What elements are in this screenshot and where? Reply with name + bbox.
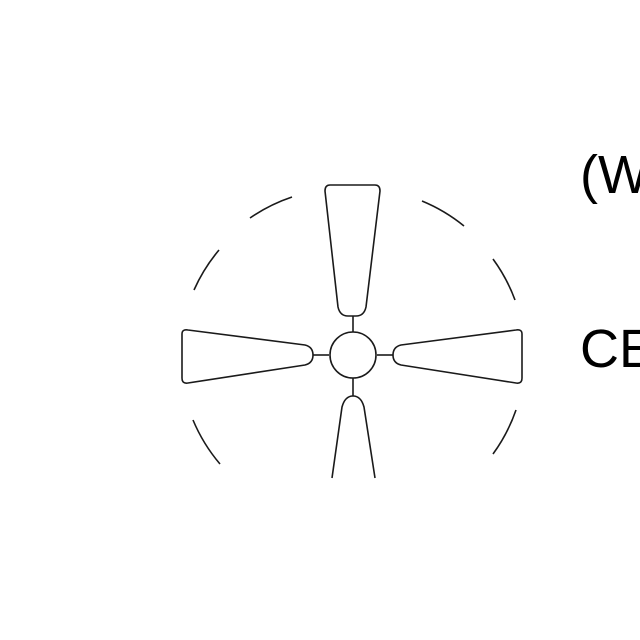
ceiling-fan-symbol bbox=[181, 184, 523, 479]
label-top-text: (W bbox=[580, 145, 640, 205]
fan-blade-bottom bbox=[331, 395, 376, 479]
boundary-arc-top-right bbox=[421, 200, 465, 227]
label-middle-text: CE bbox=[580, 319, 640, 379]
fan-blade-left bbox=[181, 329, 314, 384]
boundary-arc-right-lower bbox=[492, 409, 517, 455]
boundary-arc-left-lower bbox=[192, 419, 221, 465]
boundary-arc-left-upper bbox=[193, 249, 220, 291]
boundary-arc-right-upper bbox=[492, 258, 516, 301]
fan-blade-top bbox=[324, 184, 381, 317]
fan-hub bbox=[329, 331, 377, 379]
boundary-arc-top-left bbox=[249, 196, 293, 219]
dashed-boundary-circle bbox=[192, 196, 517, 465]
fan-blade-right bbox=[392, 329, 523, 384]
